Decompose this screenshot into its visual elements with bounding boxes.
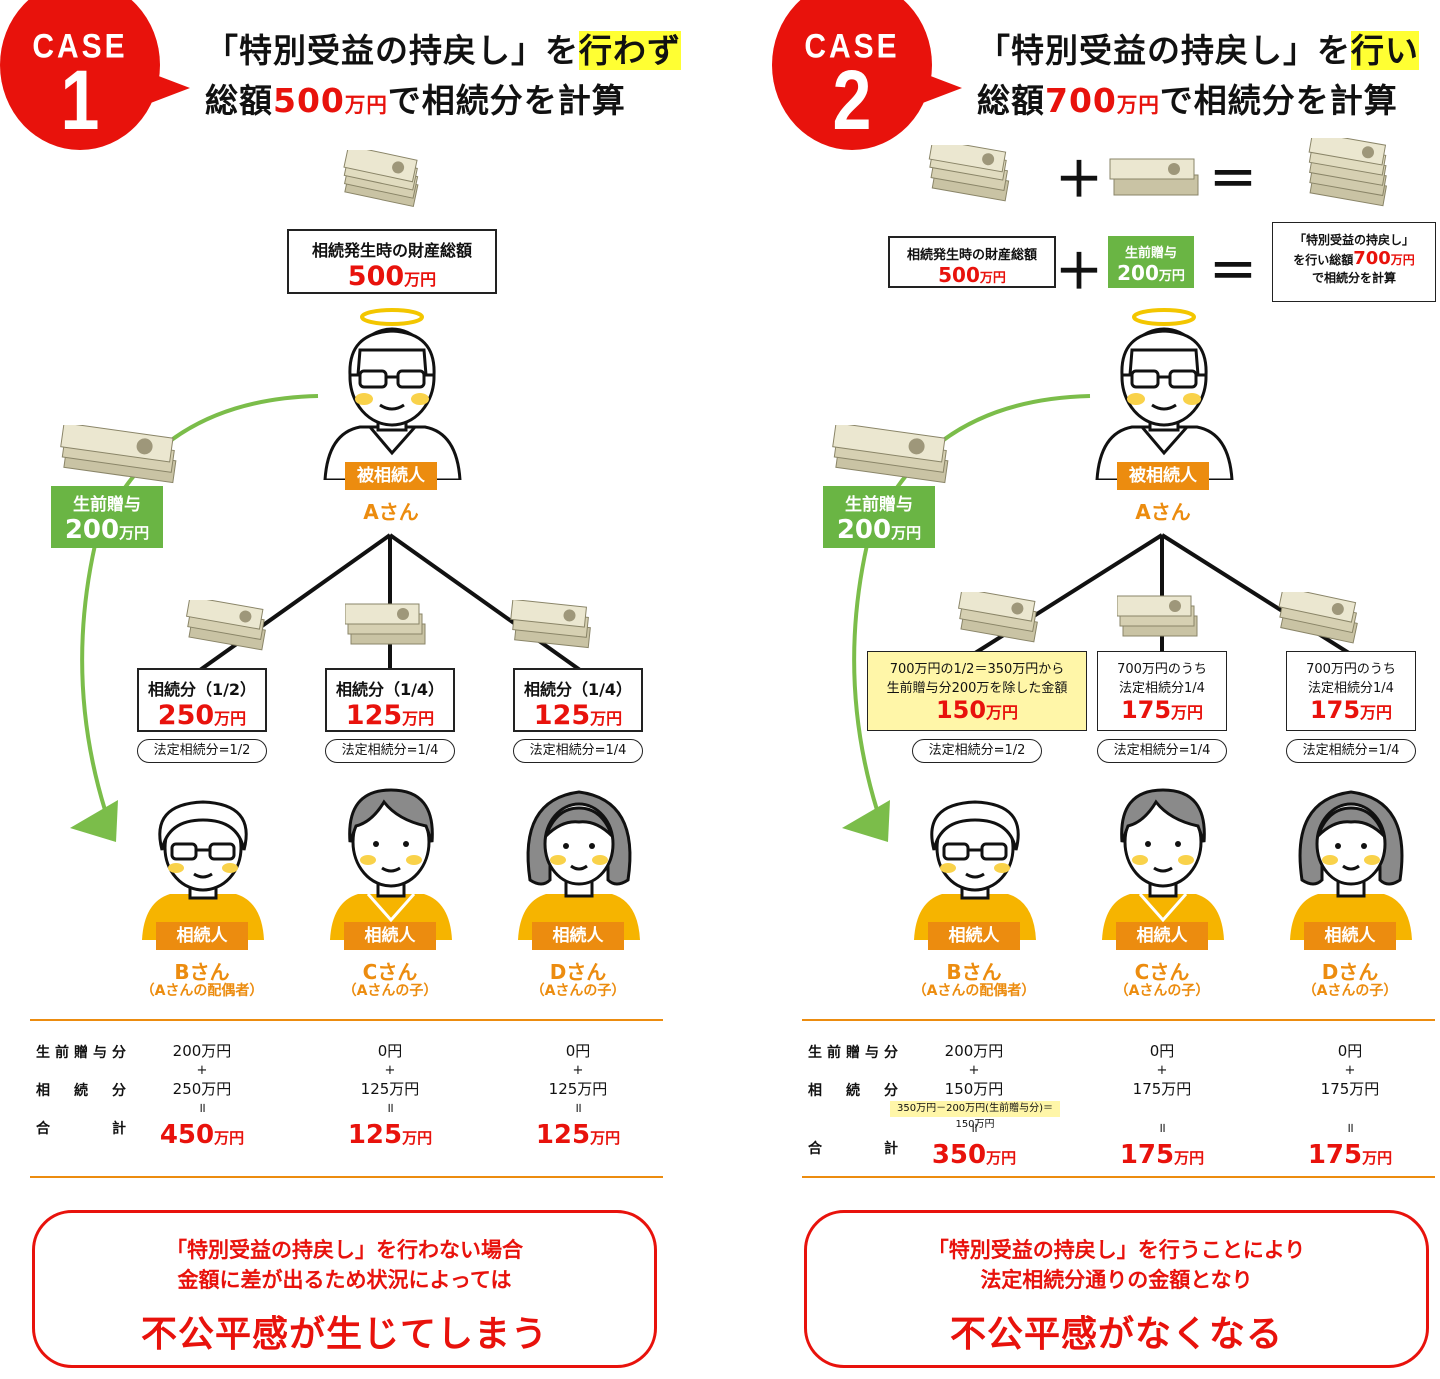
gift-tag: 生前贈与 200万円 [51, 486, 163, 548]
heir-c-illustration [1102, 788, 1224, 940]
gift-equation-box: 生前贈与 200万円 [1108, 236, 1194, 288]
gift-tag: 生前贈与 200万円 [823, 486, 935, 548]
case-badge-tail [148, 72, 190, 104]
heir-b-illustration [914, 800, 1036, 940]
heir-b-legal-share: 法定相続分=1/2 [912, 739, 1042, 763]
heir-c-relation: （Aさんの子） [1114, 983, 1210, 999]
heir-b-relation: （Aさんの配偶者） [912, 983, 1036, 999]
heir-b-cash-icon [957, 592, 1038, 643]
row-share-label: 相 続 分 [808, 1083, 903, 1099]
case-word: CASE [32, 27, 128, 66]
heir-d-illustration [1290, 790, 1412, 940]
heir-d-share-box: 相続分（1/4） 125万円 [513, 668, 643, 732]
heir-d-legal-share: 法定相続分=1/4 [513, 739, 643, 763]
heir-b-tag: 相続人 [928, 922, 1020, 950]
heir-c-relation: （Aさんの子） [342, 983, 438, 999]
summary-box: 「特別受益の持戻し」を行うことにより 法定相続分通りの金額となり 不公平感がなく… [804, 1210, 1429, 1368]
heir-d-share-box: 700万円のうち 法定相続分1/4 175万円 [1286, 651, 1416, 731]
case-number: 1 [60, 53, 100, 147]
heir-c-share-box: 700万円のうち 法定相続分1/4 175万円 [1097, 651, 1227, 731]
table-top-rule [30, 1019, 663, 1021]
headline-line1: 「特別受益の持戻し」を行い [977, 31, 1419, 70]
heir-b-share-box: 700万円の1/2＝350万円から 生前贈与分200万を除した金額 150万円 [867, 651, 1087, 731]
case1-panel: CASE 1 「特別受益の持戻し」を行わず 総額500万円で相続分を計算 相続発… [0, 0, 700, 1379]
case-badge-tail [920, 72, 962, 104]
heir-c-name: Cさん [362, 960, 418, 984]
heir-d-illustration [518, 790, 640, 940]
table-col-c: 0円+ 125万円॥ 125万円 [347, 1042, 433, 1150]
row-total-label: 合 計 [36, 1121, 131, 1137]
heir-c-name: Cさん [1134, 960, 1190, 984]
heir-c-legal-share: 法定相続分=1/4 [1097, 739, 1227, 763]
calc-note: 350万円－200万円(生前贈与分)＝150万円 [890, 1101, 1060, 1130]
case2-panel: CASE 2 「特別受益の持戻し」を行い 総額700万円で相続分を計算 ＋ ＝ … [772, 0, 1440, 1379]
heir-d-tag: 相続人 [1304, 922, 1396, 950]
heir-c-tag: 相続人 [344, 922, 436, 950]
table-top-rule [802, 1019, 1435, 1021]
heir-b-name: Bさん [946, 960, 1002, 984]
heir-c-legal-share: 法定相続分=1/4 [325, 739, 455, 763]
heir-d-cash-icon [510, 600, 591, 649]
row-total-label: 合 計 [808, 1141, 903, 1157]
table-bottom-rule [802, 1176, 1435, 1178]
table-col-c: 0円+ 175万円 ॥ 175万円 [1119, 1042, 1205, 1170]
headline-line1: 「特別受益の持戻し」を行わず [205, 31, 681, 70]
row-gift-label: 生前贈与分 [36, 1045, 131, 1061]
heir-c-illustration [330, 788, 452, 940]
heir-b-tag: 相続人 [156, 922, 248, 950]
heir-c-cash-icon [1117, 595, 1198, 637]
heir-d-relation: （Aさんの子） [1302, 983, 1398, 999]
estate-cash-icon [928, 145, 1010, 202]
heir-b-relation: （Aさんの配偶者） [140, 983, 264, 999]
gift-equation-cash-icon [1109, 158, 1199, 196]
heir-d-legal-share: 法定相続分=1/4 [1286, 739, 1416, 763]
equal-sign: ＝ [1209, 152, 1258, 208]
heir-d-relation: （Aさんの子） [530, 983, 626, 999]
gift-cash-icon [60, 425, 177, 484]
case-word: CASE [804, 27, 900, 66]
decedent-tag: 被相続人 [1117, 462, 1209, 490]
table-col-d: 0円+ 175万円 ॥ 175万円 [1307, 1042, 1393, 1170]
heir-d-tag: 相続人 [532, 922, 624, 950]
cash-stack-icon [343, 150, 419, 208]
table-bottom-rule [30, 1176, 663, 1178]
headline-highlight: 行わず [579, 31, 681, 70]
heir-b-legal-share: 法定相続分=1/2 [137, 739, 267, 763]
decedent-name: Aさん [363, 500, 419, 524]
row-gift-label: 生前贈与分 [808, 1045, 903, 1061]
heir-c-tag: 相続人 [1116, 922, 1208, 950]
row-share-label: 相 続 分 [36, 1083, 131, 1099]
heir-c-share-box: 相続分（1/4） 125万円 [325, 668, 455, 732]
estate-total-box: 相続発生時の財産総額 500万円 [888, 236, 1056, 288]
heir-b-name: Bさん [174, 960, 230, 984]
heir-d-name: Dさん [549, 960, 607, 984]
case-badge [0, 0, 160, 150]
heir-b-illustration [142, 800, 264, 940]
summary-box: 「特別受益の持戻し」を行わない場合 金額に差が出るため状況によっては 不公平感が… [32, 1210, 657, 1368]
result-box: 「特別受益の持戻し」 を行い総額700万円 で相続分を計算 [1272, 222, 1436, 302]
table-col-b: 200万円+ 150万円 ॥ 350万円 [931, 1042, 1017, 1170]
headline-line2: 総額500万円で相続分を計算 [205, 81, 626, 120]
table-col-d: 0円+ 125万円॥ 125万円 [535, 1042, 621, 1150]
plus-sign-2: ＋ [1055, 244, 1104, 300]
decedent-name: Aさん [1135, 500, 1191, 524]
equal-sign-2: ＝ [1209, 244, 1258, 300]
case-badge [772, 0, 932, 150]
total-cash-icon [1308, 138, 1388, 207]
estate-total-box: 相続発生時の財産総額 500万円 [287, 229, 497, 294]
heir-c-cash-icon [345, 603, 426, 645]
heir-d-cash-icon [1278, 592, 1358, 644]
heir-b-cash-icon [185, 600, 266, 651]
headline-line2: 総額700万円で相続分を計算 [977, 81, 1398, 120]
heir-d-name: Dさん [1321, 960, 1379, 984]
heir-b-share-box: 相続分（1/2） 250万円 [137, 668, 267, 732]
gift-cash-icon [832, 425, 949, 484]
case-number: 2 [832, 53, 872, 147]
table-col-b: 200万円+ 250万円॥ 450万円 [159, 1042, 245, 1150]
plus-sign: ＋ [1055, 152, 1104, 208]
headline-highlight: 行い [1351, 31, 1419, 70]
decedent-tag: 被相続人 [345, 462, 437, 490]
